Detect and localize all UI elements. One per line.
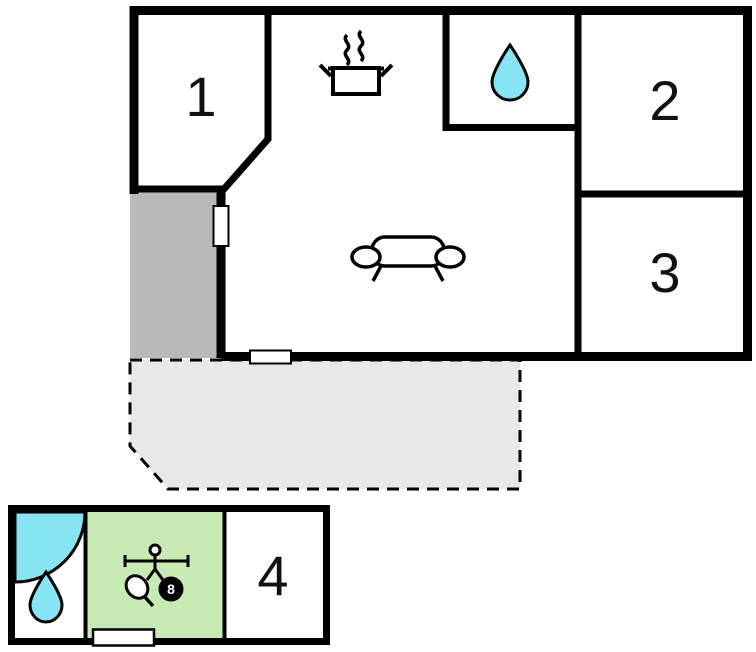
main-building-outline xyxy=(129,6,752,361)
foosball-player-paddle-icon: 8 xyxy=(123,543,190,608)
steam-wave-right xyxy=(357,29,365,63)
sofa-icon xyxy=(350,235,466,282)
player-head xyxy=(148,543,162,557)
room-labels: 1 2 3 4 xyxy=(185,65,680,607)
annex-inner-walls xyxy=(83,508,227,642)
pot-handle-left xyxy=(318,63,333,78)
paddle-handle xyxy=(142,594,155,608)
terrace-area xyxy=(128,358,522,491)
sofa-arm-right xyxy=(434,245,466,269)
doors-layer xyxy=(91,205,292,647)
sofa-back xyxy=(370,235,446,268)
player-leg-left xyxy=(145,568,157,581)
room-3-label: 3 xyxy=(649,241,680,304)
sofa-leg-right xyxy=(433,265,445,282)
carport-door xyxy=(212,205,230,247)
room-4-label: 4 xyxy=(257,544,288,607)
main-building-walls xyxy=(129,6,752,361)
sofa-leg-left xyxy=(371,265,383,282)
steam-wave-left xyxy=(343,33,351,67)
room-2-label: 2 xyxy=(649,69,680,132)
water-drop-icon xyxy=(490,42,530,102)
main-terrace-door xyxy=(249,349,292,365)
pot-handle-right xyxy=(379,63,394,78)
room1-walls xyxy=(131,10,272,193)
room-1-label: 1 xyxy=(185,65,216,128)
cooking-pot-with-steam-icon xyxy=(318,29,394,96)
annex-water-drop-icon xyxy=(28,569,64,624)
bathroom-walls xyxy=(442,10,578,131)
annex-door xyxy=(91,628,156,647)
pot-body xyxy=(331,66,381,96)
carport-area xyxy=(130,189,217,358)
game-room-area xyxy=(85,512,224,638)
player-leg-right xyxy=(153,568,165,581)
eight-ball xyxy=(158,576,184,602)
eight-ball-label: 8 xyxy=(167,581,175,597)
sofa-arm-left xyxy=(350,245,382,269)
